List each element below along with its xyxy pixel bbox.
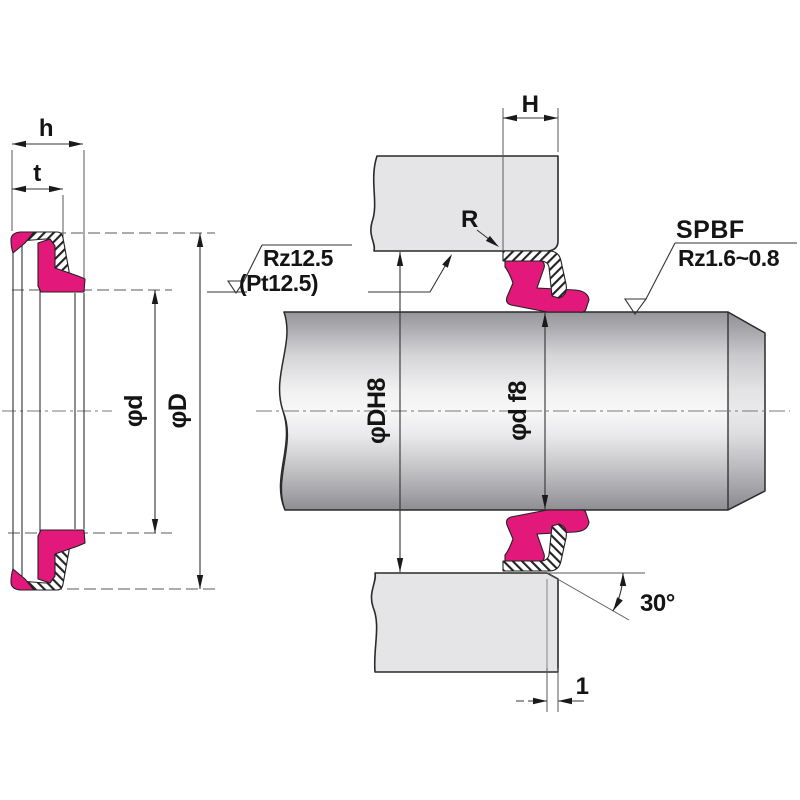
rubber-seal-body xyxy=(504,509,590,567)
chamfer-width-label: 1 xyxy=(576,673,589,700)
rubber-seal-body xyxy=(504,255,590,313)
arrowhead xyxy=(485,235,499,247)
arrowhead xyxy=(442,254,452,268)
surface-finish-icon xyxy=(623,242,797,315)
rubber-lip-profile xyxy=(37,238,86,293)
arrowhead xyxy=(613,597,623,611)
arrowhead xyxy=(12,140,26,148)
dimension-label-phi-D: φD xyxy=(164,394,192,429)
installed-seal-lower xyxy=(502,509,590,572)
arrowhead xyxy=(541,495,549,509)
left-extension-lines xyxy=(8,232,215,590)
arrowhead xyxy=(541,313,549,327)
callout-R: R xyxy=(461,206,499,247)
arrowhead xyxy=(396,252,404,266)
seal-section-upper xyxy=(10,231,86,293)
arrowhead xyxy=(544,114,558,122)
right-view-installation: H R Rz12.5 (Pt12.5) xyxy=(207,91,797,712)
shaft-roughness-note: SPBF Rz1.6~0.8 xyxy=(623,216,797,315)
seal-series-label: SPBF xyxy=(676,216,745,244)
arrowhead xyxy=(196,233,204,247)
leader-line xyxy=(368,260,449,293)
dimension-h: h xyxy=(12,115,83,148)
dimension-phi-D: φD xyxy=(164,233,204,589)
dimension-t: t xyxy=(12,160,63,193)
metal-case-hatch xyxy=(502,523,567,572)
arrowhead xyxy=(12,185,26,193)
shaft-diameter-label: φd f8 xyxy=(504,380,532,440)
bore-diameter-label: φDH8 xyxy=(363,377,391,443)
left-view-seal-section: h t φd φD xyxy=(2,115,215,591)
housing-roughness-note: Rz12.5 (Pt12.5) xyxy=(207,244,452,296)
arrowhead xyxy=(151,290,159,304)
arrowhead xyxy=(196,575,204,589)
dimension-phi-d: φd xyxy=(120,290,159,533)
arrowhead xyxy=(503,114,517,122)
dimension-H: H xyxy=(502,91,559,250)
housing-upper-block xyxy=(370,155,559,252)
rubber-lip-profile xyxy=(37,529,86,584)
arrowhead xyxy=(49,185,63,193)
corner-radius-label: R xyxy=(461,206,478,233)
arrowhead xyxy=(151,519,159,533)
dimension-chamfer-angle: 30° xyxy=(546,572,675,621)
chamfer-angle-label: 30° xyxy=(640,590,675,617)
arrowhead xyxy=(558,697,572,705)
dimension-label-t: t xyxy=(33,160,41,187)
dimension-bore-diameter: φDH8 xyxy=(363,252,404,572)
installed-seal-upper xyxy=(502,250,590,313)
arrowhead xyxy=(619,573,627,586)
dimension-label-h: h xyxy=(39,115,53,142)
surface-finish-icon xyxy=(207,244,352,294)
arrowhead xyxy=(533,697,547,705)
rubber-od-cap xyxy=(10,231,35,254)
dimension-label-H: H xyxy=(522,91,539,118)
housing-lower-block xyxy=(370,572,559,673)
arrowhead xyxy=(396,558,404,572)
shaft-break-lens xyxy=(280,410,289,511)
shaft-roughness-value: Rz1.6~0.8 xyxy=(678,245,780,271)
metal-case-hatch xyxy=(502,250,567,299)
dimension-label-phi-d: φd xyxy=(120,395,148,427)
housing-roughness-value: Rz12.5 xyxy=(263,245,334,271)
arrowhead xyxy=(69,140,83,148)
housing-roughness-alt-value: (Pt12.5) xyxy=(239,270,318,296)
rubber-od-cap xyxy=(10,568,35,591)
seal-projection-edges xyxy=(12,243,85,578)
dimension-chamfer-width: 1 xyxy=(516,668,589,712)
seal-section-lower xyxy=(10,529,86,591)
dimension-shaft-diameter: φd f8 xyxy=(504,313,549,509)
